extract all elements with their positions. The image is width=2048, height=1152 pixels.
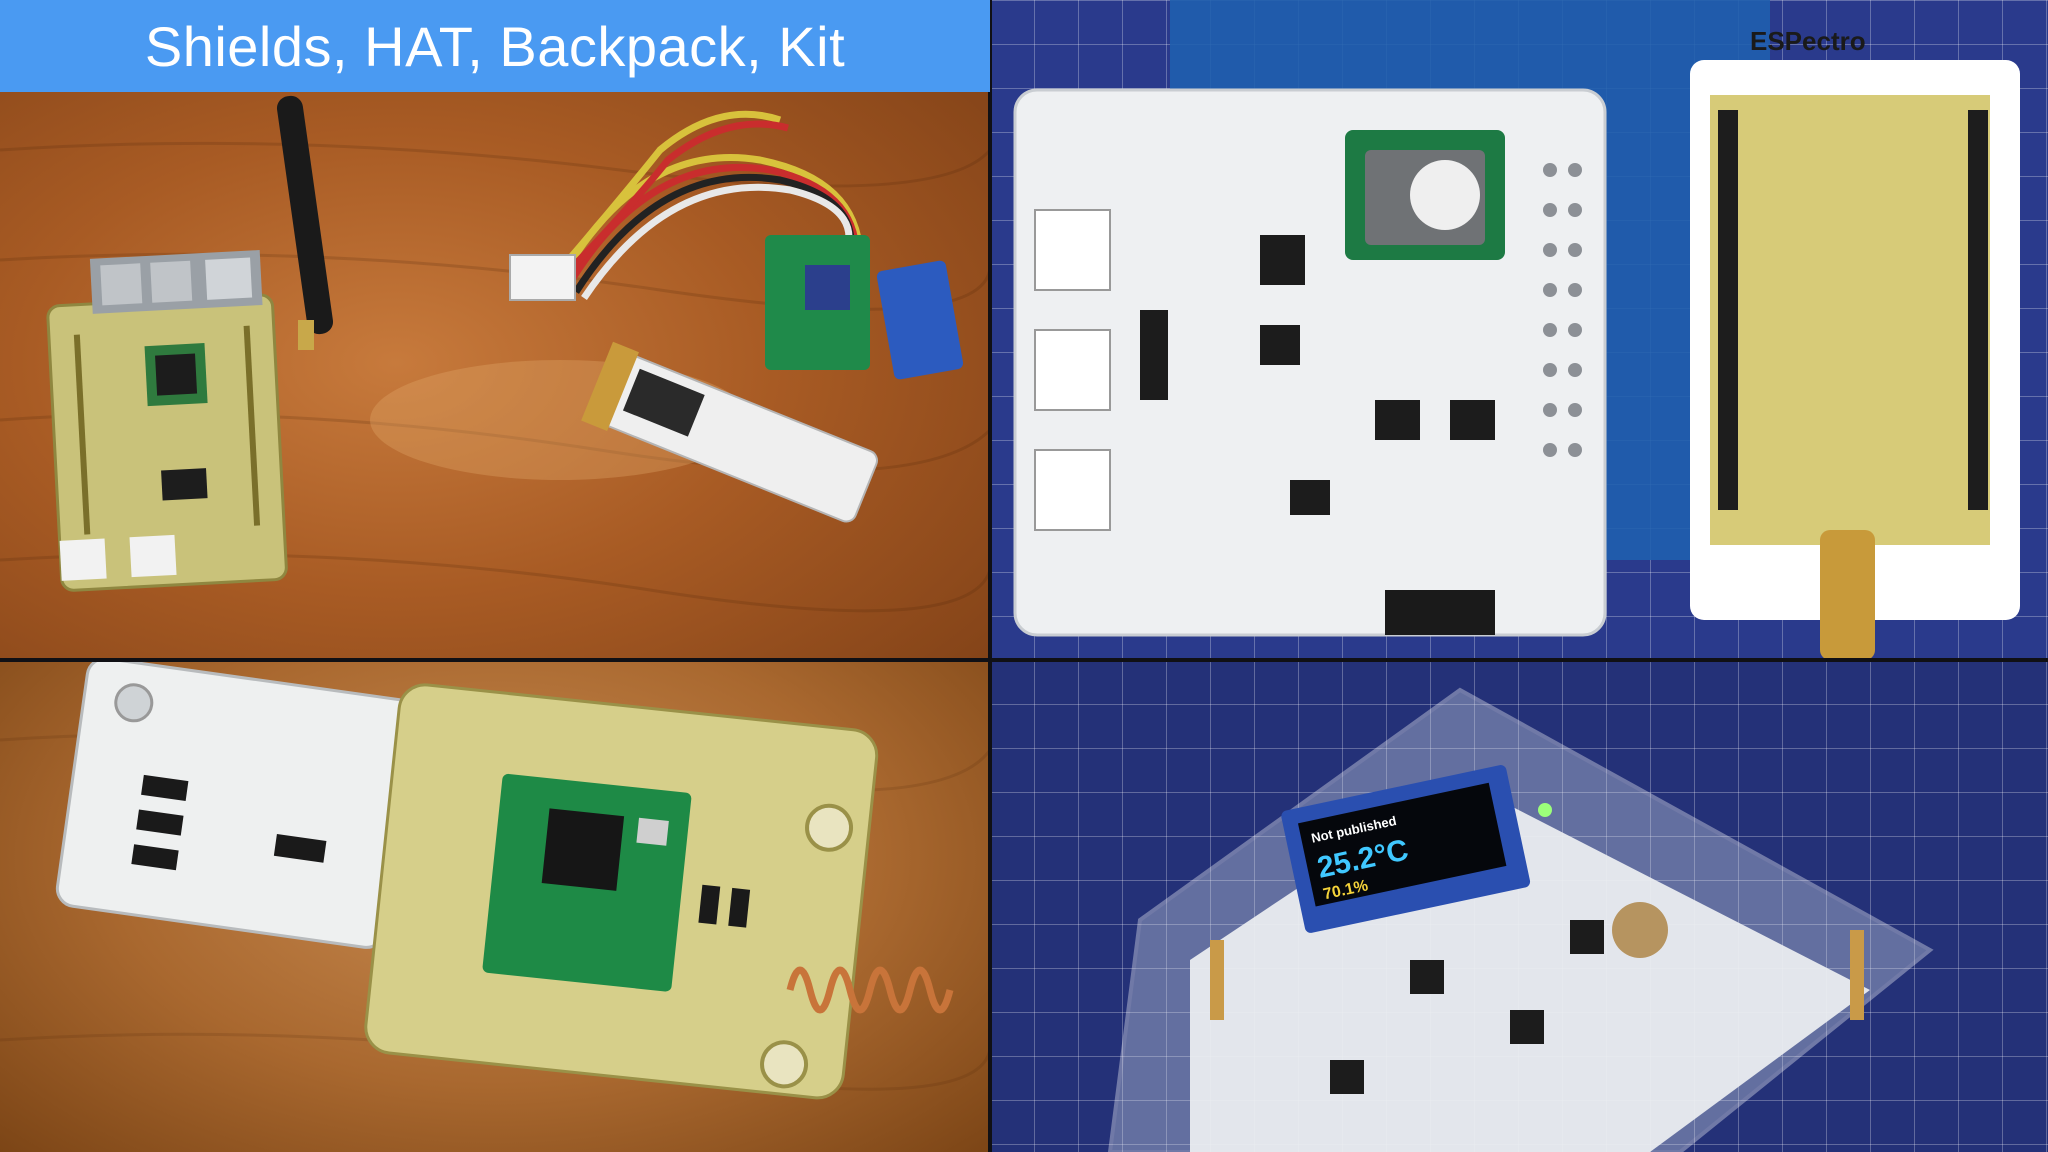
photo-acrylic-kit-drawing: Not published 25.2°C 70.1%: [1107, 687, 1934, 1152]
horizontal-divider: [0, 658, 2048, 662]
photo-hat-and-sensors: [0, 0, 990, 660]
title-banner: Shields, HAT, Backpack, Kit: [0, 0, 990, 92]
photo-acrylic-kit: Not published 25.2°C 70.1%: [990, 660, 2048, 1152]
photo-shield-drawing: ESPectro: [1013, 0, 2020, 660]
page-title: Shields, HAT, Backpack, Kit: [144, 14, 846, 78]
vertical-divider: [988, 0, 992, 1152]
photo-lora-backpack: [0, 660, 990, 1152]
photo-hat-and-sensors-drawing: [0, 95, 990, 613]
photo-shield-on-espectro: ESPectro: [990, 0, 2048, 660]
photo-lora-backpack-drawing: [0, 660, 990, 1100]
hat-board: [46, 250, 288, 592]
espectro-label: ESPectro: [1750, 26, 1866, 56]
